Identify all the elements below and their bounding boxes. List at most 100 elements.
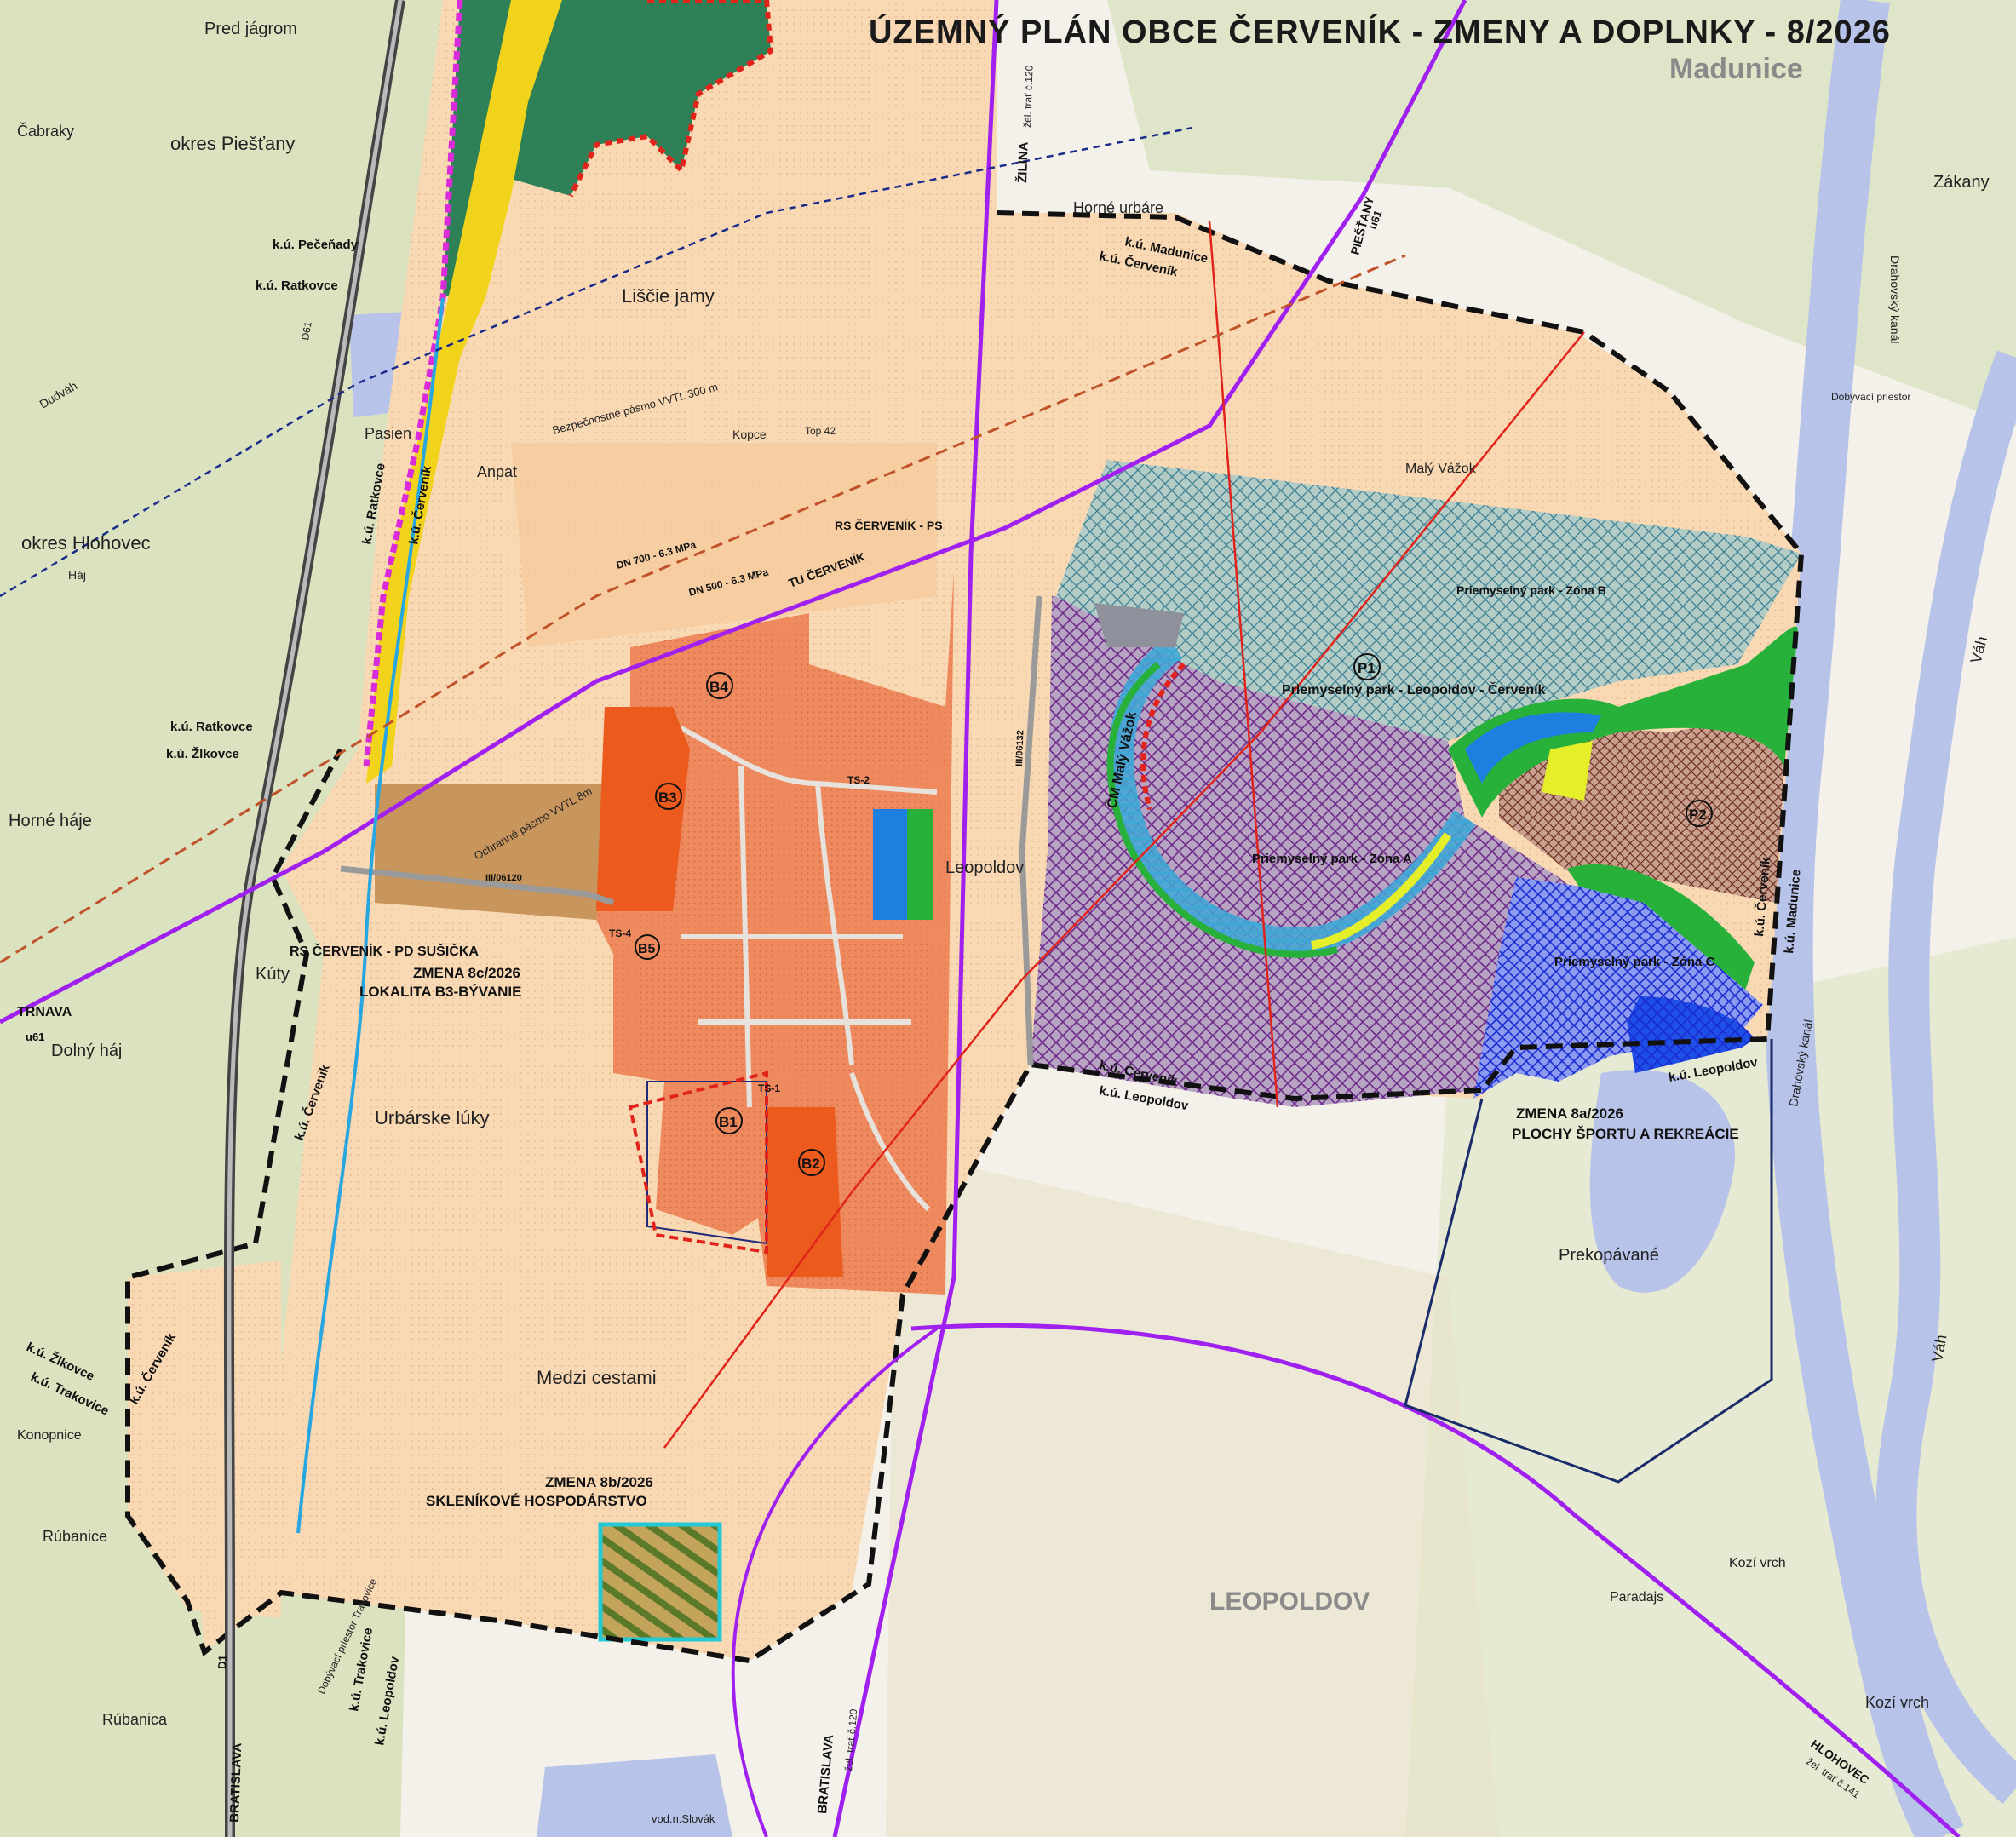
yellow-path-vazok (1311, 832, 1452, 950)
vazok-red-dashed (1140, 662, 1186, 810)
label-okres-piestany: okres Piešťany (170, 133, 295, 154)
zone-p1-marker (1353, 653, 1381, 680)
rs-ps: RS ČERVENÍK - PS (835, 518, 943, 532)
label-medzi-cestami: Medzi cestami (537, 1367, 657, 1388)
road-label-u61-b: u61 (1366, 209, 1385, 231)
label-madunice: Madunice (1669, 53, 1803, 85)
agri-lot-mid (511, 443, 937, 647)
road-label-bratislava-road: BRATISLAVA (227, 1742, 244, 1823)
zone-b5-label: B5 (638, 942, 656, 956)
blue-channel-p2 (1465, 712, 1601, 784)
zone-p1-name: Priemyselný park - Leopoldov - Červeník (1282, 681, 1546, 697)
industrial-zone-b-hatch (1056, 460, 1801, 741)
label-haj: Háj (68, 568, 86, 582)
yellow-patch-p2 (1542, 741, 1593, 801)
cad-ratkovce-mid: k.ú. Ratkovce (170, 720, 253, 734)
road-label-u61: u61 (26, 1030, 44, 1043)
road-label-zel-120-b: žel. trať č.120 (842, 1708, 859, 1771)
ts4-label: TS-4 (609, 927, 631, 939)
road-label-zel-120: žel. trať č.120 (1021, 65, 1036, 128)
zone-b4-label: B4 (709, 679, 728, 695)
gray-lot-vazok (1094, 603, 1184, 647)
label-rubanice: Rúbanice (43, 1528, 107, 1545)
drahovsky-canal (1763, 0, 1964, 1837)
zone-b2-label: B2 (801, 1156, 820, 1172)
label-horne-urbare: Horné urbáre (1073, 199, 1163, 216)
zone-p1-label: P1 (1358, 660, 1376, 676)
zone-b2-marker (798, 1149, 825, 1176)
zmena-8a-line1: ZMENA 8a/2026 (1516, 1105, 1623, 1122)
zone-b3-marker (655, 783, 682, 810)
cad-zlkovce-mid: k.ú. Žlkovce (166, 746, 239, 761)
zmena-8b-line2: SKLENÍKOVÉ HOSPODÁRSTVO (426, 1493, 647, 1509)
vazok-green-edge (1106, 661, 1338, 958)
road-iii-06132 (1019, 595, 1042, 1065)
navy-outline-8a (1404, 1039, 1773, 1484)
road-label-d61: D61 (299, 320, 314, 341)
label-top42: Top 42 (805, 425, 836, 437)
municipal-border (125, 210, 1805, 1664)
power-line-red-2 (1208, 221, 1279, 1108)
zone-b4-marker (706, 672, 733, 699)
sport-area-8a-hatch (1627, 996, 1755, 1073)
highway-d1-inner (227, 0, 403, 1837)
zmena-8c-line1: ZMENA 8c/2026 (413, 965, 520, 981)
rs-pd-susicka: RS ČERVENÍK - PD SUŠIČKA (290, 943, 479, 959)
label-dolny-haj: Dolný háj (51, 1042, 122, 1060)
zone-b3-area (596, 707, 690, 911)
vah-river (1875, 350, 2016, 1805)
pipeline-dashed-1 (0, 254, 1406, 964)
zone-b-name: Priemyselný park - Zóna B (1456, 583, 1606, 597)
lake-south (537, 1754, 732, 1837)
cyan-canal-west (296, 297, 445, 1534)
road-label-trnava: TRNAVA (17, 1005, 72, 1019)
label-kopce: Kopce (732, 428, 767, 441)
map-title: ÚZEMNÝ PLÁN OBCE ČERVENÍK - ZMENY A DOPL… (869, 12, 1891, 50)
road-label-d1: D1 (215, 1655, 229, 1669)
label-prekopavane: Prekopávané (1559, 1246, 1659, 1265)
lake-leopoldov (1589, 1070, 1735, 1293)
road-label-zilina: ŽILINA (1014, 141, 1031, 183)
ts2-label: TS-2 (847, 774, 870, 786)
village-green (907, 809, 933, 920)
label-pred-jagrom: Pred jágrom (204, 20, 297, 38)
label-leopoldov-small: Leopoldov (945, 858, 1024, 877)
zone-a-name: Priemyselný park - Zóna A (1252, 852, 1412, 866)
zone-p2-marker (1686, 800, 1713, 827)
zmena-8b-line1: ZMENA 8b/2026 (545, 1474, 653, 1490)
power-line-red-1 (663, 331, 1585, 1449)
zone-b1-marker (715, 1107, 743, 1134)
greenhouse-8b-outline (598, 1522, 722, 1642)
forest-yellow-strip (366, 0, 562, 784)
label-paradajs: Paradajs (1610, 1590, 1663, 1605)
label-drahovsky-kanal: Drahovský kanál (1888, 255, 1902, 344)
rail-120 (832, 0, 999, 1837)
road-iii-06120 (340, 865, 615, 906)
label-horne-haje: Horné háje (9, 812, 92, 830)
greenhouse-8b-area (600, 1524, 720, 1639)
label-konopnice: Konopnice (17, 1428, 82, 1443)
label-kozi-vrch-2: Kozí vrch (1865, 1694, 1929, 1711)
cad-ratkovce-top: k.ú. Ratkovce (256, 278, 338, 293)
label-rubanica: Rúbanica (102, 1711, 168, 1728)
cad-pecenady: k.ú. Pečeňady (273, 238, 359, 252)
village-pond (873, 809, 907, 920)
agri-lot-brown (375, 784, 613, 920)
zone-b5-marker (635, 934, 660, 960)
label-anpat: Anpat (477, 463, 517, 480)
zone-b1-dashed (628, 1071, 768, 1254)
forest-pink-boundary (363, 0, 463, 767)
village-leopoldov-area (886, 1150, 1499, 1837)
road-label-iii-06120: III/06120 (485, 873, 522, 883)
pipeline-dashed-2 (0, 126, 1193, 598)
label-okres-hlohovec: okres Hlohovec (21, 532, 151, 554)
road-label-iii-06132: III/06132 (1014, 730, 1025, 766)
industrial-zone-c-hatch (1473, 877, 1763, 1099)
label-liscie-jamy: Liščie jamy (622, 285, 715, 307)
label-vod-slovak: vod.n.Slovák (652, 1812, 715, 1825)
zone-b1-label: B1 (719, 1114, 738, 1130)
municipal-area-southwest-dots (128, 1260, 281, 1618)
zone-b2-area (767, 1107, 843, 1277)
label-kozi-vrch-1: Kozí vrch (1729, 1556, 1786, 1570)
